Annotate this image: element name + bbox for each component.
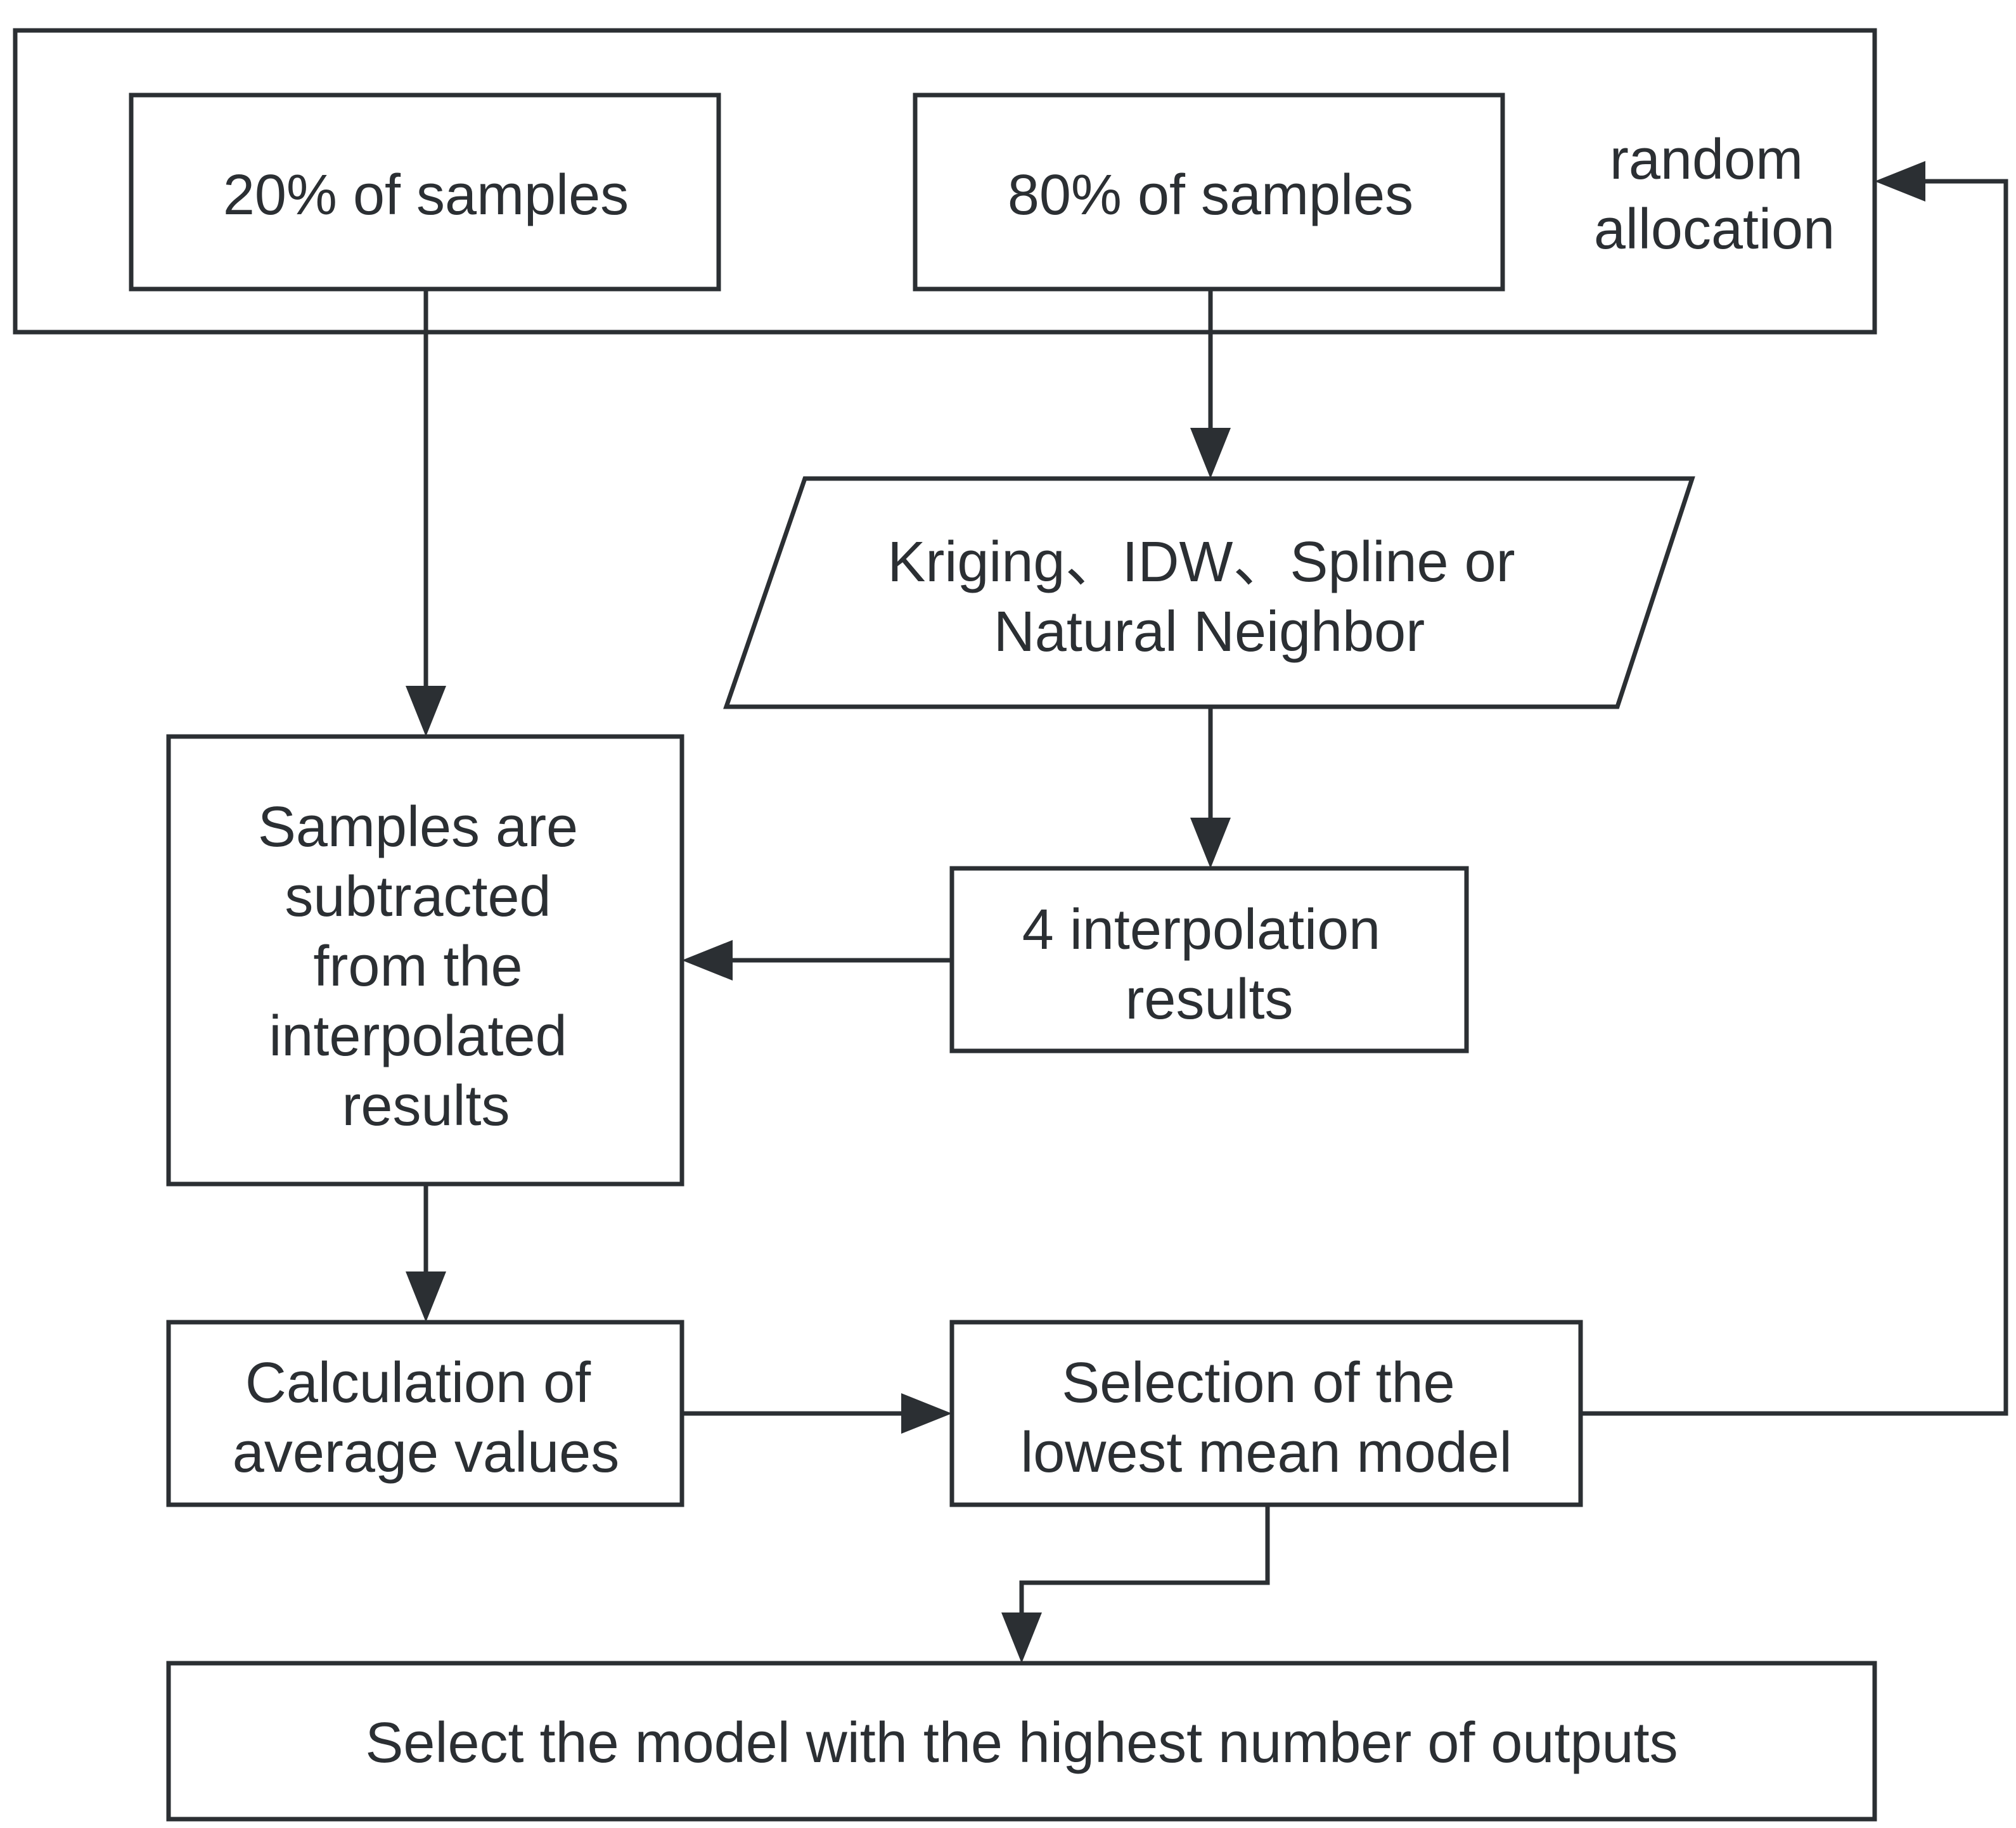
subtract-box [166,734,684,1187]
final-selection-box [166,1661,1877,1822]
connector-lowest-mean-to-final [1019,1505,1270,1619]
lowest-mean-model-label: Selection of the lowest mean model [1020,1351,1512,1484]
samples-20-label: 20% of samples [223,164,629,227]
random-allocation-label: random allocation [1594,128,1835,261]
arrowhead [901,1393,952,1434]
connector-feedback-to-allocation [1581,179,2008,1416]
interpolation-results-box [949,866,1469,1053]
arrowhead [1190,428,1231,479]
arrowhead [682,940,733,981]
final-selection-label: Select the model with the highest number… [365,1711,1678,1775]
arrowhead [1875,161,1925,202]
samples-80-box [913,93,1505,292]
subtract-label: Samples are subtracted from the interpol… [258,795,594,1138]
average-values-label: Calculation of average values [233,1351,619,1484]
interpolation-methods-box [723,476,1695,709]
arrowhead [1190,818,1231,868]
samples-20-box [129,93,721,292]
interpolation-results-label: 4 interpolation results [1022,898,1396,1031]
lowest-mean-model-box [949,1320,1583,1507]
arrowhead [406,1271,446,1322]
interpolation-methods-label: Kriging、IDW、Spline or Natural Neighbor [887,531,1531,664]
arrowhead [406,686,446,737]
samples-80-label: 80% of samples [1008,164,1413,227]
average-values-box [166,1320,684,1507]
arrowhead [1001,1612,1042,1663]
